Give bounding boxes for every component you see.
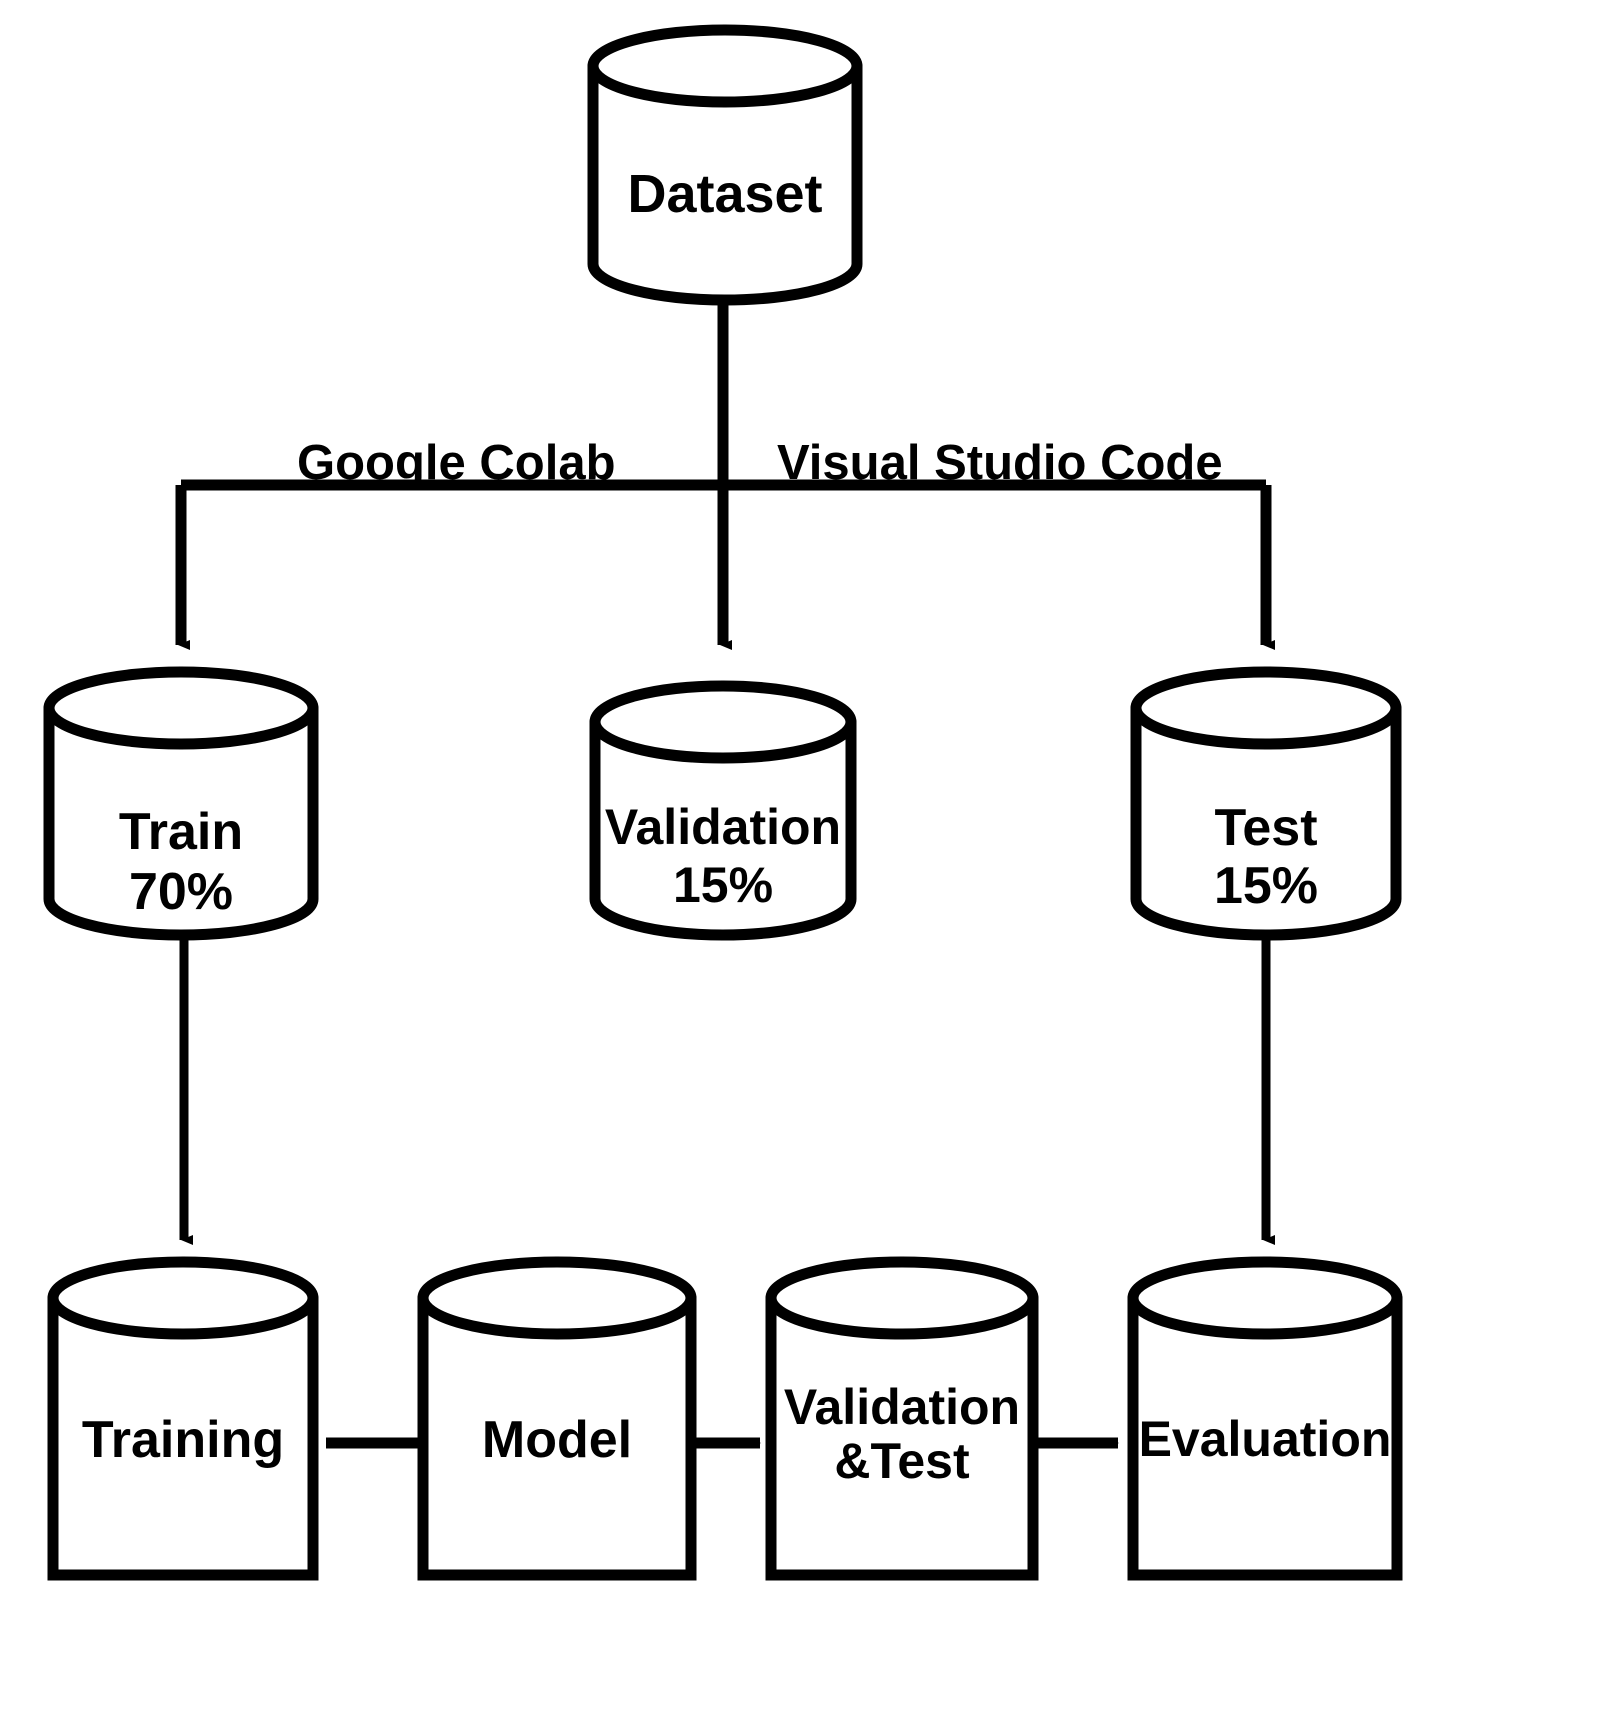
node-training <box>47 1256 319 1581</box>
node-validation <box>589 680 857 941</box>
node-validation-test <box>765 1256 1039 1581</box>
node-dataset <box>587 24 863 306</box>
edge-label-visual-studio-code: Visual Studio Code <box>777 436 1223 490</box>
node-evaluation <box>1127 1256 1403 1581</box>
node-test <box>1130 666 1402 941</box>
connectors <box>175 300 1275 1449</box>
edge-label-google-colab: Google Colab <box>297 436 616 490</box>
node-train <box>43 666 319 941</box>
node-model <box>417 1256 697 1581</box>
cylinder-shapes <box>43 24 1403 1581</box>
